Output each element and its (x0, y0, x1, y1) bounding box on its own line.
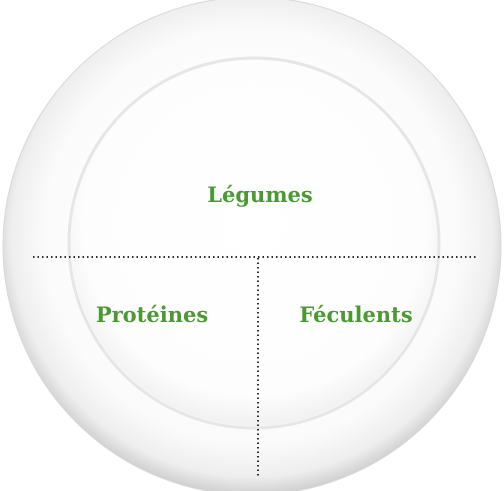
label-proteines: Protéines (96, 302, 208, 327)
label-feculents: Féculents (299, 302, 412, 327)
plate-well-edge (67, 56, 441, 430)
plate-well (71, 60, 437, 426)
label-legumes: Légumes (207, 182, 312, 207)
